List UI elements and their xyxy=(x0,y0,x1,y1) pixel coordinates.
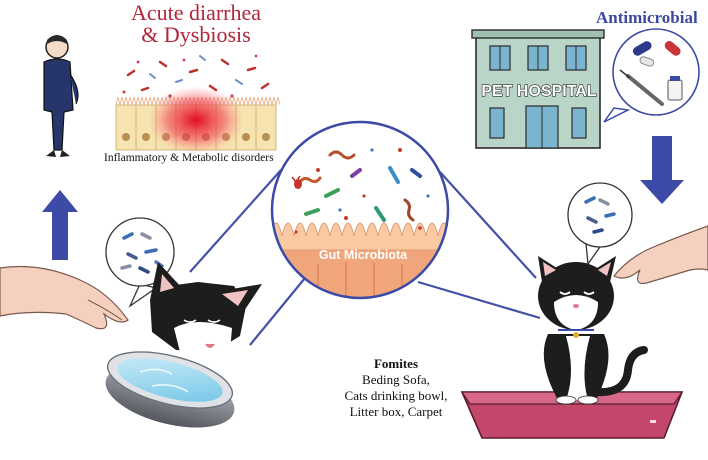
fomites-item: Beding Sofa, xyxy=(362,372,430,387)
fomites-item: Cats drinking bowl, xyxy=(344,388,448,403)
cat-icon-right xyxy=(538,256,648,405)
epithelium-icon xyxy=(115,86,281,154)
hospital-sign: PET HOSPITAL xyxy=(481,83,596,100)
arrow-up-icon xyxy=(42,190,78,260)
syringe-icon xyxy=(619,69,664,106)
arrow-down-icon xyxy=(640,136,684,204)
hand-icon-right xyxy=(613,225,708,285)
title-acute-diarrhea: Acute diarrhea & Dysbiosis xyxy=(96,2,296,46)
bacteria-bubble-right xyxy=(567,182,633,266)
title-antimicrobial: Antimicrobial xyxy=(596,8,698,27)
title-acute-line2: & Dysbiosis xyxy=(141,22,251,47)
gut-microbiota-circle xyxy=(270,120,450,300)
hand-icon xyxy=(0,265,129,330)
title-acute-line1: Acute diarrhea xyxy=(130,0,262,25)
fomites-title: Fomites xyxy=(373,356,419,371)
bacteria-icon xyxy=(122,54,270,98)
label-gut-microbiota: Gut Microbiota xyxy=(318,248,408,262)
pill-icon xyxy=(632,40,681,67)
fomites-item: Litter box, Carpet xyxy=(349,404,443,419)
antimicrobial-bubble xyxy=(603,28,700,123)
label-inflammatory: Inflammatory & Metabolic disorders xyxy=(104,152,274,164)
fomites-block: Fomites Beding Sofa, Cats drinking bowl,… xyxy=(320,356,472,420)
cat-icon xyxy=(150,262,262,352)
person-icon xyxy=(43,35,79,157)
vial-icon xyxy=(667,76,683,101)
water-bowl-icon xyxy=(105,351,235,428)
hospital-icon: PET HOSPITAL xyxy=(471,29,605,149)
connector-lines xyxy=(189,169,541,346)
